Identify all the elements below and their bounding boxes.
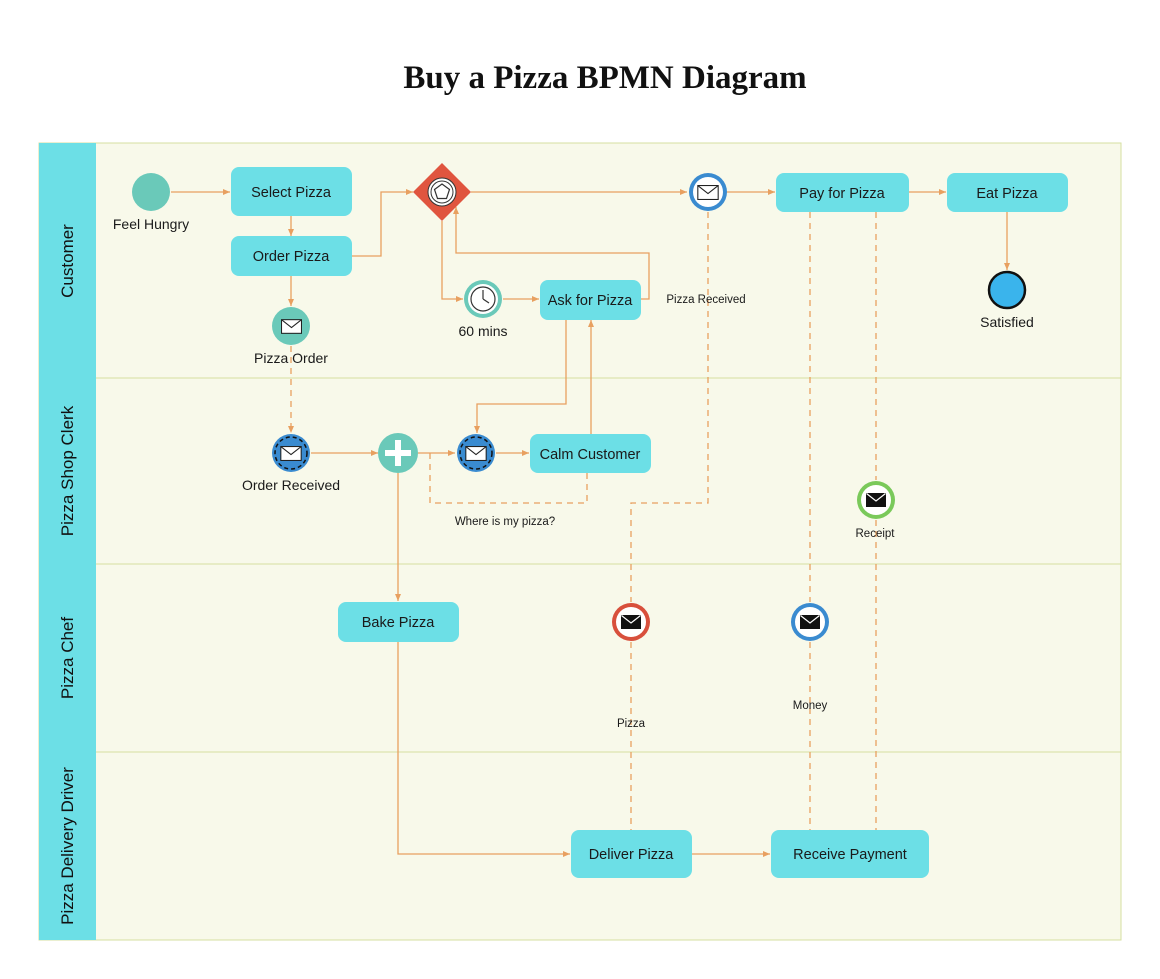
task-ask-for-pizza[interactable]: Ask for Pizza (540, 280, 641, 320)
timer-icon[interactable] (464, 280, 502, 318)
task-label: Pay for Pizza (799, 186, 885, 202)
start-event-icon[interactable] (132, 173, 170, 211)
message-label-where-is-my-pizza: Where is my pizza? (455, 516, 555, 528)
task-label: Calm Customer (540, 447, 641, 463)
task-label: Select Pizza (251, 185, 332, 201)
sequence-flows (171, 189, 1010, 857)
event-label-feel-hungry: Feel Hungry (113, 216, 189, 232)
message-label-receipt: Receipt (856, 528, 896, 540)
message-label-pizza-received: Pizza Received (666, 294, 745, 306)
task-calm-customer[interactable]: Calm Customer (530, 434, 651, 473)
task-order-pizza[interactable]: Order Pizza (231, 236, 352, 276)
lane-customer: Customer (58, 224, 77, 298)
envelope-icon[interactable] (612, 603, 650, 641)
lane-pizza-chef: Pizza Chef (58, 617, 77, 699)
end-event-icon[interactable] (987, 270, 1027, 310)
event-label-pizza-order: Pizza Order (254, 350, 328, 366)
pool (38, 142, 1122, 941)
event-label-order-received: Order Received (242, 477, 340, 493)
parallel-gateway-plus-icon[interactable] (378, 433, 418, 473)
message-flows (288, 212, 877, 830)
envelope-icon[interactable] (457, 434, 495, 472)
envelope-icon[interactable] (689, 173, 727, 211)
lane-pizza-shop-clerk: Pizza Shop Clerk (58, 405, 77, 536)
envelope-icon[interactable] (272, 307, 310, 345)
event-label-satisfied: Satisfied (980, 314, 1034, 330)
task-label: Deliver Pizza (589, 847, 675, 863)
message-label-money: Money (793, 700, 828, 712)
page-title: Buy a Pizza BPMN Diagram (403, 60, 807, 96)
event-based-gateway-icon[interactable] (413, 163, 471, 221)
event-label-60-mins: 60 mins (458, 323, 507, 339)
task-label: Order Pizza (253, 249, 330, 265)
task-eat-pizza[interactable]: Eat Pizza (947, 173, 1068, 212)
task-select-pizza[interactable]: Select Pizza (231, 167, 352, 216)
task-bake-pizza[interactable]: Bake Pizza (338, 602, 459, 642)
task-deliver-pizza[interactable]: Deliver Pizza (571, 830, 692, 878)
task-label: Ask for Pizza (548, 293, 634, 309)
task-pay-for-pizza[interactable]: Pay for Pizza (776, 173, 909, 212)
envelope-icon[interactable] (791, 603, 829, 641)
lane-pizza-delivery-driver: Pizza Delivery Driver (58, 767, 77, 925)
task-label: Receive Payment (793, 847, 907, 863)
task-receive-payment[interactable]: Receive Payment (771, 830, 929, 878)
task-label: Bake Pizza (362, 615, 435, 631)
envelope-icon[interactable] (272, 434, 310, 472)
message-label-pizza: Pizza (617, 718, 646, 730)
task-label: Eat Pizza (976, 186, 1038, 202)
envelope-icon[interactable] (857, 481, 895, 519)
